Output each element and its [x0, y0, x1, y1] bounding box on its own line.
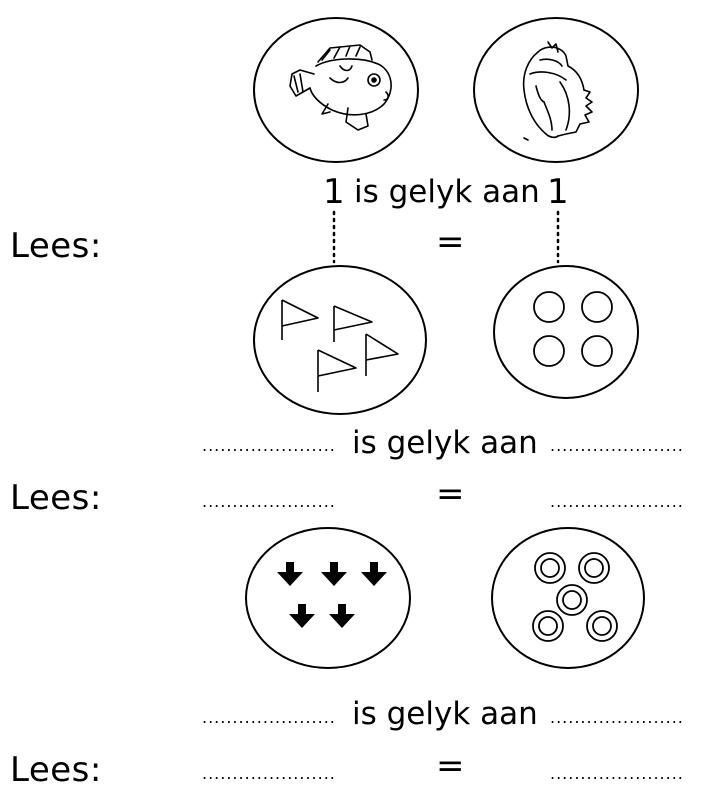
phrase-row-2: is gelyk aan [352, 425, 538, 461]
ring-icon [556, 584, 588, 616]
right-value: 1 [547, 172, 569, 212]
lees-label-row-3: Lees: [10, 750, 102, 790]
flag-icons [281, 299, 399, 392]
blank-left-equation-row-2[interactable]: ...................... [202, 492, 336, 511]
flag-icon [333, 305, 373, 342]
oval-flags [253, 265, 427, 415]
ring-icon [532, 610, 564, 642]
arrow-down-icon [321, 562, 347, 586]
oval-rings [491, 527, 645, 669]
flag-icon [317, 349, 357, 392]
oval-circles [493, 265, 639, 399]
equals-sign-row-2: = [436, 474, 465, 514]
circle-icons [533, 291, 613, 367]
ring-icon [578, 552, 610, 584]
flag-icon [281, 299, 319, 340]
phrase-row-3: is gelyk aan [352, 696, 538, 732]
fish-icon [289, 44, 392, 131]
circle-icon [533, 335, 565, 367]
blank-right-equation-row-3[interactable]: ...................... [550, 764, 684, 783]
circle-icon [533, 291, 565, 323]
blank-right-phrase-row-3[interactable]: ...................... [550, 708, 684, 727]
ring-icons [532, 552, 618, 642]
blank-left-phrase-row-3[interactable]: ...................... [202, 708, 336, 727]
left-value: 1 [323, 172, 345, 212]
lees-label-row-2: Lees: [10, 478, 102, 518]
equals-sign-row-1: = [436, 222, 465, 262]
oval-arrows [245, 527, 411, 669]
ring-icon [534, 552, 566, 584]
blank-right-phrase-row-2[interactable]: ...................... [550, 436, 684, 455]
equals-sign-row-3: = [436, 746, 465, 786]
oval-shell [473, 17, 639, 163]
lees-label-row-1: Lees: [10, 226, 102, 266]
arrow-down-icon [289, 604, 315, 628]
shell-icon [522, 41, 593, 141]
blank-left-equation-row-3[interactable]: ...................... [202, 764, 336, 783]
phrase-row-1: is gelyk aan [354, 174, 540, 210]
arrow-down-icon [277, 562, 303, 586]
oval-fish [253, 17, 419, 163]
arrow-down-icon [361, 562, 387, 586]
arrow-icons [277, 562, 387, 628]
flag-icon [365, 333, 399, 376]
blank-right-equation-row-2[interactable]: ...................... [550, 492, 684, 511]
circle-icon [581, 291, 613, 323]
ring-icon [586, 610, 618, 642]
arrow-down-icon [329, 604, 355, 628]
circle-icon [581, 335, 613, 367]
blank-left-phrase-row-2[interactable]: ...................... [202, 436, 336, 455]
